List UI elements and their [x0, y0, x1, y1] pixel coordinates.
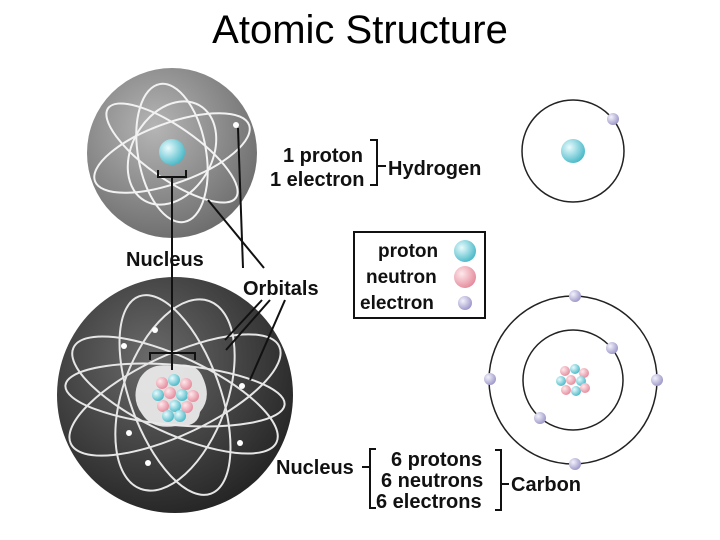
carbon-right-bracket — [495, 449, 502, 511]
carbon-nucleus-label: Nucleus — [276, 457, 354, 479]
hydrogen-nucleus-proton — [159, 139, 185, 165]
carbon-inner-shell — [522, 329, 624, 431]
carbon-neutrons-count: 6 neutrons — [381, 470, 483, 492]
legend-neutron-swatch — [454, 266, 476, 288]
hydrogen-element-label: Hydrogen — [388, 158, 481, 180]
carbon-bohr-electrons — [484, 290, 663, 470]
nucleus-label: Nucleus — [126, 249, 204, 271]
hydrogen-electron-shell — [521, 99, 625, 203]
carbon-protons-count: 6 protons — [391, 449, 482, 471]
hydrogen-electron-count: 1 electron — [270, 169, 364, 191]
carbon-bohr-model — [484, 290, 663, 470]
carbon-nucleus-particles — [152, 374, 199, 422]
page-title: Atomic Structure — [212, 8, 508, 52]
legend-electron-swatch — [458, 296, 472, 310]
hydrogen-proton-count: 1 proton — [283, 145, 363, 167]
carbon-bohr-nucleus — [556, 364, 590, 396]
orbitals-label: Orbitals — [243, 278, 319, 300]
carbon-nucleus-bracket — [149, 352, 196, 360]
hydrogen-atom-sphere — [87, 68, 257, 238]
carbon-element-label: Carbon — [511, 474, 581, 496]
pointer-lines — [149, 127, 509, 511]
legend-neutron-label: neutron — [366, 267, 437, 288]
legend-electron-label: electron — [360, 293, 434, 314]
legend-proton-label: proton — [378, 241, 438, 262]
hydrogen-bohr-electron — [607, 113, 619, 125]
hydrogen-bracket — [370, 139, 378, 186]
carbon-electrons-count: 6 electrons — [376, 491, 482, 513]
carbon-atom-sphere — [57, 277, 293, 513]
hydrogen-bohr-proton — [561, 139, 585, 163]
legend: proton neutron electron — [353, 231, 486, 319]
legend-proton-swatch — [454, 240, 476, 262]
hydrogen-electron-dot — [233, 122, 239, 128]
carbon-left-bracket — [369, 448, 376, 509]
hydrogen-bohr-model — [521, 99, 625, 203]
